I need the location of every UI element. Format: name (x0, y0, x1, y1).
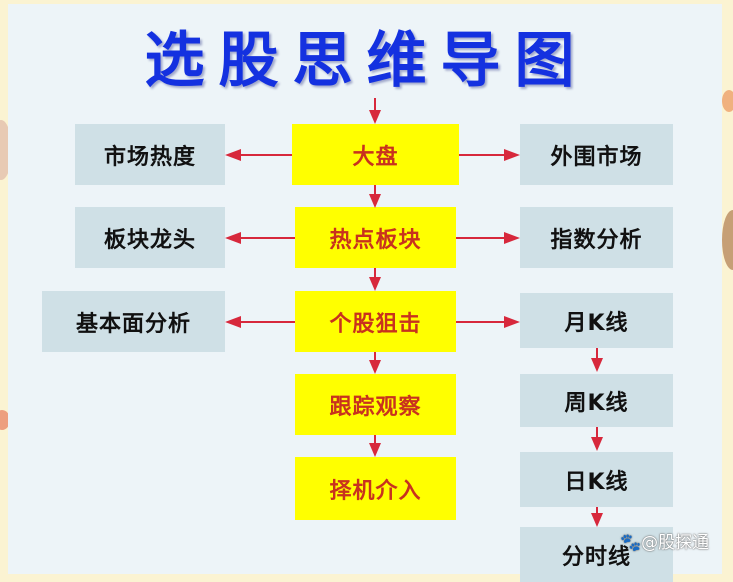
arrow-down-icon (369, 360, 381, 374)
connector (456, 321, 505, 323)
arrow-down-icon (369, 194, 381, 208)
connector (374, 268, 376, 278)
background-decoration (722, 210, 733, 270)
arrow-right-icon (504, 316, 520, 328)
node-zhishu-fenxi[interactable]: 指数分析 (520, 207, 673, 268)
connector (240, 237, 295, 239)
node-ri-kxian[interactable]: 日K线 (520, 452, 673, 507)
connector (240, 154, 292, 156)
arrow-right-icon (504, 149, 520, 161)
arrow-down-icon (591, 513, 603, 527)
node-waiwei-shichang[interactable]: 外围市场 (520, 124, 673, 185)
background-decoration (722, 90, 733, 112)
arrow-down-icon (591, 358, 603, 372)
arrow-right-icon (504, 232, 520, 244)
connector (596, 507, 598, 515)
diagram-title: 选股思维导图 (144, 26, 589, 96)
background-decoration (0, 410, 10, 430)
watermark: 🐾@股探通 (620, 533, 710, 553)
arrow-down-icon (591, 437, 603, 451)
arrow-down-icon (369, 110, 381, 124)
arrow-left-icon (225, 316, 241, 328)
connector (240, 321, 295, 323)
node-zeji-jieru[interactable]: 择机介入 (295, 457, 456, 520)
arrow-down-icon (369, 277, 381, 291)
connector (374, 435, 376, 444)
node-genzong-guancha[interactable]: 跟踪观察 (295, 374, 456, 435)
arrow-down-icon (369, 443, 381, 457)
connector (374, 185, 376, 195)
node-dapan[interactable]: 大盘 (292, 124, 459, 185)
node-shichang-redu[interactable]: 市场热度 (75, 124, 225, 185)
node-redian-bankuai[interactable]: 热点板块 (295, 207, 456, 268)
arrow-left-icon (225, 232, 241, 244)
connector (596, 348, 598, 360)
node-gegu-juji[interactable]: 个股狙击 (295, 291, 456, 352)
connector (459, 154, 505, 156)
node-bankuai-longtou[interactable]: 板块龙头 (75, 207, 225, 268)
connector (374, 352, 376, 361)
entry-connector (374, 98, 376, 112)
connector (456, 237, 505, 239)
node-zhou-kxian[interactable]: 周K线 (520, 374, 673, 427)
node-yue-kxian[interactable]: 月K线 (520, 293, 673, 348)
node-jibenmian-fenxi[interactable]: 基本面分析 (42, 291, 225, 352)
arrow-left-icon (225, 149, 241, 161)
connector (596, 427, 598, 439)
